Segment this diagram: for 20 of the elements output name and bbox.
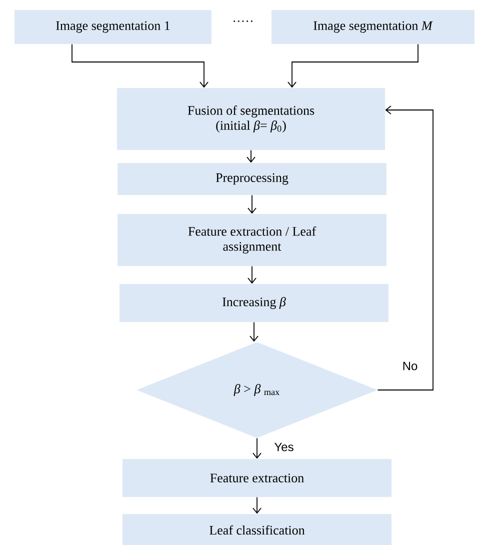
arrow: [246, 150, 256, 163]
arrow: [72, 44, 208, 88]
arrow: [288, 44, 418, 88]
arrow: [250, 322, 258, 342]
arrow: [252, 496, 262, 514]
process-box: Leaf classification: [122, 514, 392, 545]
process-box: Increasing β: [120, 284, 388, 322]
ellipsis: ·····: [234, 20, 252, 22]
process-box: Preprocessing: [118, 163, 386, 195]
process-box: Feature extraction: [122, 459, 392, 497]
process-box: Fusion of segmentations (initial β= β$_{0}$): [117, 88, 385, 150]
arrow: [377, 106, 434, 390]
arrow: [248, 194, 256, 214]
arrow: [252, 438, 262, 459]
arrow: [248, 266, 256, 284]
process-box: Image segmentation M: [272, 10, 474, 44]
process-box: Image segmentation 1: [14, 10, 212, 44]
edge-label: No: [401, 360, 419, 372]
edge-label: Yes: [273, 442, 295, 452]
process-box: Feature extraction / Leaf assignment: [118, 214, 386, 266]
